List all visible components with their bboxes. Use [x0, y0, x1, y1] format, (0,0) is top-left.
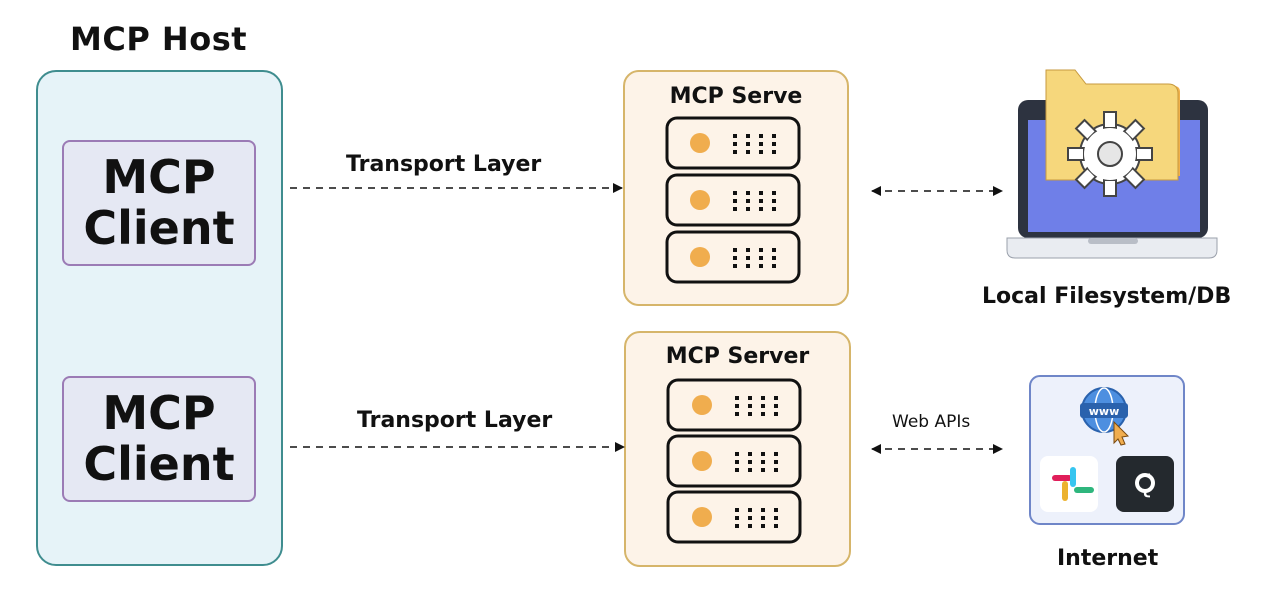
transport-layer-label-1: Transport Layer [346, 152, 542, 177]
rack-unit [666, 490, 802, 544]
slack-icon [1040, 456, 1098, 512]
laptop-folder-icon [1006, 69, 1218, 259]
mcp-server-title-1: MCP Serve [669, 84, 803, 109]
mcp-client-1: MCP Client [62, 140, 256, 266]
mcp-client-2: MCP Client [62, 376, 256, 502]
globe-www-icon: www [1080, 387, 1130, 446]
rack-unit [665, 230, 801, 284]
server-rack-icon-2 [666, 378, 802, 544]
server-rack-icon-1 [665, 116, 801, 284]
rack-unit [666, 434, 802, 488]
github-icon: { [1116, 456, 1174, 512]
www-text: www [1089, 405, 1120, 418]
gear-icon [1067, 111, 1153, 197]
internet-box: www { [1029, 375, 1185, 525]
local-filesystem-label: Local Filesystem/DB [982, 284, 1232, 309]
mcp-server-title-2: MCP Server [665, 344, 810, 369]
rack-unit [665, 173, 801, 227]
web-apis-label: Web APIs [892, 412, 971, 432]
internet-label: Internet [1057, 546, 1159, 571]
transport-layer-label-2: Transport Layer [357, 408, 553, 433]
mcp-host-title: MCP Host [70, 20, 248, 58]
rack-unit [665, 116, 801, 170]
rack-unit [666, 378, 802, 432]
